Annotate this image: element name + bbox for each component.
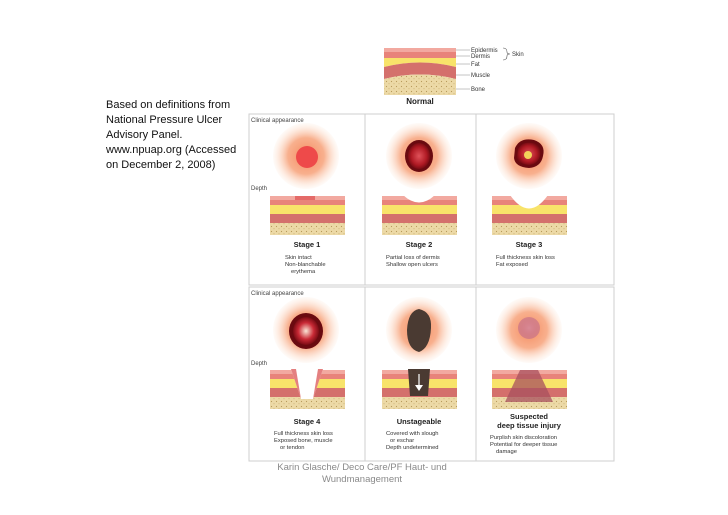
stage-1-desc-line-1: Skin intact: [285, 255, 312, 261]
bone-layer: [384, 74, 456, 95]
stage-3-desc-line-1: Full thickness skin loss: [496, 255, 555, 261]
legend-epidermis: Epidermis: [471, 48, 498, 54]
stage-2-depth-section: [382, 195, 457, 235]
unstageable-desc-line-3: Depth undetermined: [386, 445, 439, 451]
stage-1-desc-line-2: Non-blanchable: [285, 262, 326, 268]
deep-tissue-injury-panel: Suspected deep tissue injury Purplish sk…: [490, 297, 567, 455]
deep-tissue-injury-discoloration: [518, 317, 540, 339]
legend-muscle: Muscle: [471, 73, 491, 79]
stage-2-wound: [408, 143, 430, 169]
stage-3-exposed-fat: [524, 151, 532, 159]
layer-legend: Epidermis Dermis Fat Muscle Bone Skin: [456, 47, 524, 93]
legend-skin: Skin: [512, 52, 524, 58]
deep-tissue-injury-title-line-1: Suspected: [510, 412, 548, 421]
stage-3-title: Stage 3: [516, 240, 543, 249]
panel-grid: [248, 113, 615, 462]
stage-4-panel: Stage 4 Full thickness skin loss Exposed…: [270, 297, 345, 451]
stage-2-desc-line-1: Partial loss of dermis: [386, 255, 440, 261]
epidermis-layer: [384, 48, 456, 52]
stage-3-depth-section: [492, 195, 567, 235]
deep-tissue-injury-desc-line-1: Purplish skin discoloration: [490, 435, 557, 441]
depth-label-row1: Depth: [251, 186, 267, 192]
stage-4-desc-line-2: Exposed bone, muscle: [274, 438, 333, 444]
stage-1-depth-section: [270, 196, 345, 235]
depth-label-row2: Depth: [251, 361, 267, 367]
stage-2-panel: Stage 2 Partial loss of dermis Shallow o…: [382, 123, 457, 268]
unstageable-title: Unstageable: [397, 417, 442, 426]
unstageable-eschar: [407, 309, 432, 352]
deep-tissue-injury-depth-section: [492, 370, 567, 409]
legend-fat: Fat: [471, 62, 480, 68]
muscle-layer: [384, 62, 456, 79]
unstageable-desc-line-1: Covered with slough: [386, 431, 439, 437]
normal-skin-illustration: [384, 48, 456, 95]
source-note: Based on definitions from National Press…: [106, 99, 237, 171]
deep-tissue-injury-desc-line-3: damage: [496, 449, 517, 455]
clinical-appearance-label-row2: Clinical appearance: [251, 291, 304, 297]
stage-2-title: Stage 2: [406, 240, 433, 249]
stage-1-panel: Stage 1 Skin intact Non-blanchable eryth…: [270, 123, 345, 275]
clinical-appearance-label-row1: Clinical appearance: [251, 118, 304, 124]
legend-dermis: Dermis: [471, 54, 490, 60]
stage-1-title: Stage 1: [294, 240, 321, 249]
stage-4-depth-section: [270, 369, 345, 409]
stage-1-desc-line-3: erythema: [291, 269, 316, 275]
dermis-layer: [384, 52, 456, 58]
unstageable-depth-section: [382, 369, 457, 409]
unstageable-desc-line-2: or eschar: [390, 438, 414, 444]
normal-label: Normal: [406, 97, 434, 106]
unstageable-panel: Unstageable Covered with slough or escha…: [382, 297, 457, 451]
stage-4-desc-line-1: Full thickness skin loss: [274, 431, 333, 437]
deep-tissue-injury-desc-line-2: Potential for deeper tissue: [490, 442, 557, 448]
stage-2-desc-line-2: Shallow open ulcers: [386, 262, 438, 268]
stage-4-wound: [293, 317, 319, 345]
stage-3-desc-line-2: Fat exposed: [496, 262, 528, 268]
deep-tissue-injury-title-line-2: deep tissue injury: [497, 421, 562, 430]
stage-1-erythema: [296, 146, 318, 168]
stage-3-panel: Stage 3 Full thickness skin loss Fat exp…: [492, 123, 567, 268]
stage-4-title: Stage 4: [294, 417, 322, 426]
legend-bone: Bone: [471, 87, 486, 93]
stage-4-desc-line-3: or tendon: [280, 445, 305, 451]
footer-credit: Karin Glasche/ Deco Care/PF Haut- und Wu…: [277, 462, 447, 485]
